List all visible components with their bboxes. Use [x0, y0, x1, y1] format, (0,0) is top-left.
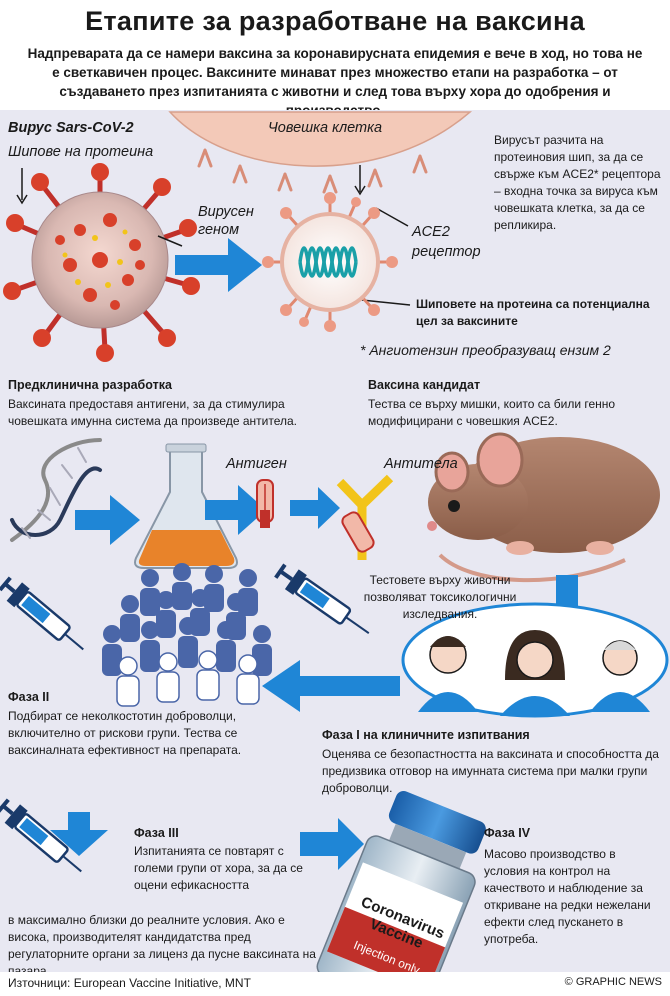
phase2-text: Подбират се неколкостотин доброволци, вк… — [8, 709, 242, 757]
arrow-dna-to-flask — [75, 495, 140, 545]
phase3-text-top: Изпитанията се повтарят с големи групи о… — [134, 844, 303, 892]
phase1-text: Оценява се безопастността на ваксината и… — [322, 747, 659, 795]
volunteer-elder-icon — [590, 640, 650, 712]
virus-explanation: Вирусът разчита на протеиновия шип, за д… — [494, 133, 661, 232]
arrow-flask-to-antigen — [205, 485, 266, 535]
animal-test-note: Тестовете върху животни позволяват токси… — [363, 573, 517, 621]
sars-cov-2-virus — [3, 163, 200, 362]
phase2-volunteer-group — [102, 563, 272, 707]
phase2-heading: Фаза II — [8, 690, 50, 704]
genome-label-2: геном — [198, 222, 240, 238]
virus-title: Вирус Sars-CoV-2 — [8, 120, 134, 136]
credit-text: © GRAPHIC NEWS — [564, 976, 662, 988]
page-title: Етапите за разработване на вaксина — [85, 6, 585, 36]
antigen-molecule — [256, 479, 274, 528]
phase1-heading: Фаза I на клиничните изпитвания — [322, 728, 530, 742]
ace2-footnote: * Ангиотензин преобразуващ ензим 2 — [360, 342, 611, 358]
antigen-label: Антиген — [226, 456, 287, 472]
lab-flask — [134, 443, 238, 569]
sources-text: Източници: European Vaccine Initiative, … — [8, 976, 251, 990]
human-cell-membrane — [168, 111, 473, 194]
intro-text: Надпреварата да се намери ваксина за кор… — [27, 46, 643, 118]
dna-helix — [10, 438, 102, 542]
receptor-label-2: рецептор — [412, 244, 481, 260]
candidate-text: Тества се върху мишки, които са били ген… — [368, 397, 616, 428]
receptor-label-1: ACE2 — [412, 224, 450, 240]
preclinical-heading: Предклинична разработка — [8, 378, 172, 392]
virus-genome-cross-section — [262, 192, 398, 332]
target-note: Шиповете на протеина са потенциална цел … — [416, 297, 650, 328]
arrow-virus-to-genome — [175, 238, 262, 292]
spikes-label: Шипове на протеина — [8, 144, 154, 160]
volunteer-man-icon — [418, 636, 478, 712]
arrow-phase3-to-phase4 — [300, 818, 364, 870]
cell-label: Човешка клетка — [268, 120, 383, 136]
label-pointer-lines — [16, 165, 411, 306]
phase1-volunteers-circle — [401, 602, 669, 718]
syringe-icon — [0, 576, 84, 651]
phase4-text: Масово производство в условия на контрол… — [484, 847, 651, 946]
footer-bar — [0, 972, 670, 996]
preclinical-text: Ваксината предоставя антигени, за да сти… — [8, 397, 297, 428]
lab-mouse — [427, 432, 660, 583]
syringe-icon — [274, 563, 370, 634]
phase4-heading: Фаза IV — [484, 826, 531, 840]
phase3-heading: Фаза III — [134, 826, 179, 840]
arrow-phase1-to-phase2 — [262, 660, 400, 712]
arrow-phase2-to-phase3 — [50, 812, 108, 856]
syringe-icon — [0, 798, 82, 873]
genome-label-1: Вирусен — [198, 204, 254, 220]
arrow-antigen-to-antibody — [290, 487, 340, 529]
vaccine-vial — [316, 790, 486, 996]
candidate-heading: Ваксина кандидат — [368, 378, 481, 392]
antibody-molecule — [336, 474, 394, 560]
phase3-text-bottom: в максимално близки до реалните условия.… — [8, 913, 316, 978]
volunteer-woman-icon — [500, 630, 570, 716]
antibody-label: Антитела — [384, 456, 458, 472]
